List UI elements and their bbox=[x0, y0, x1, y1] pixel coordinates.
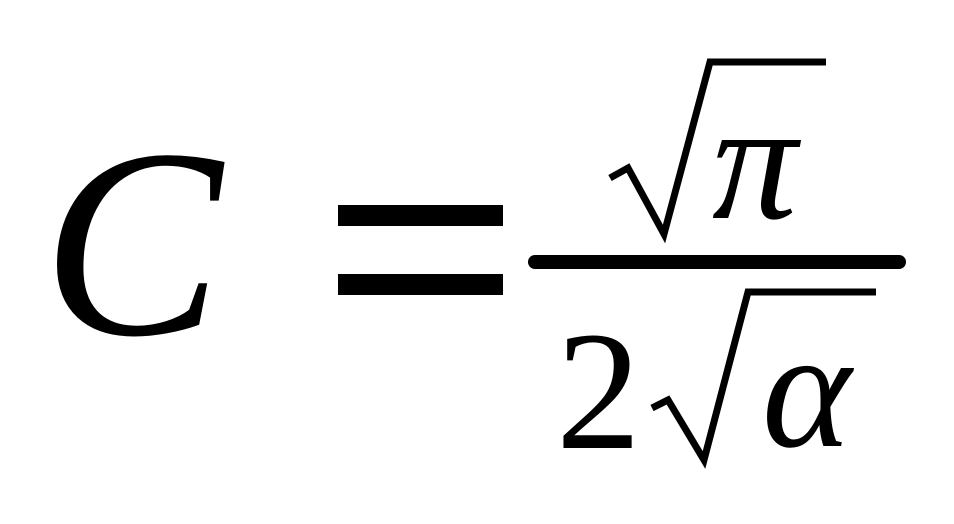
denominator: 2 α bbox=[556, 288, 876, 485]
equals-sign bbox=[338, 205, 503, 295]
equals-bar-bottom bbox=[338, 274, 503, 295]
denominator-coefficient: 2 bbox=[556, 297, 641, 485]
numerator-radical-icon bbox=[608, 58, 826, 244]
equals-bar-top bbox=[338, 205, 503, 226]
lhs-variable-c: C bbox=[42, 94, 228, 393]
denominator-radical-icon bbox=[650, 288, 876, 469]
denominator-radicand-alpha: α bbox=[762, 295, 855, 483]
numerator: π bbox=[608, 58, 826, 255]
fraction-bar bbox=[528, 255, 906, 269]
numerator-radicand-pi: π bbox=[712, 67, 802, 255]
